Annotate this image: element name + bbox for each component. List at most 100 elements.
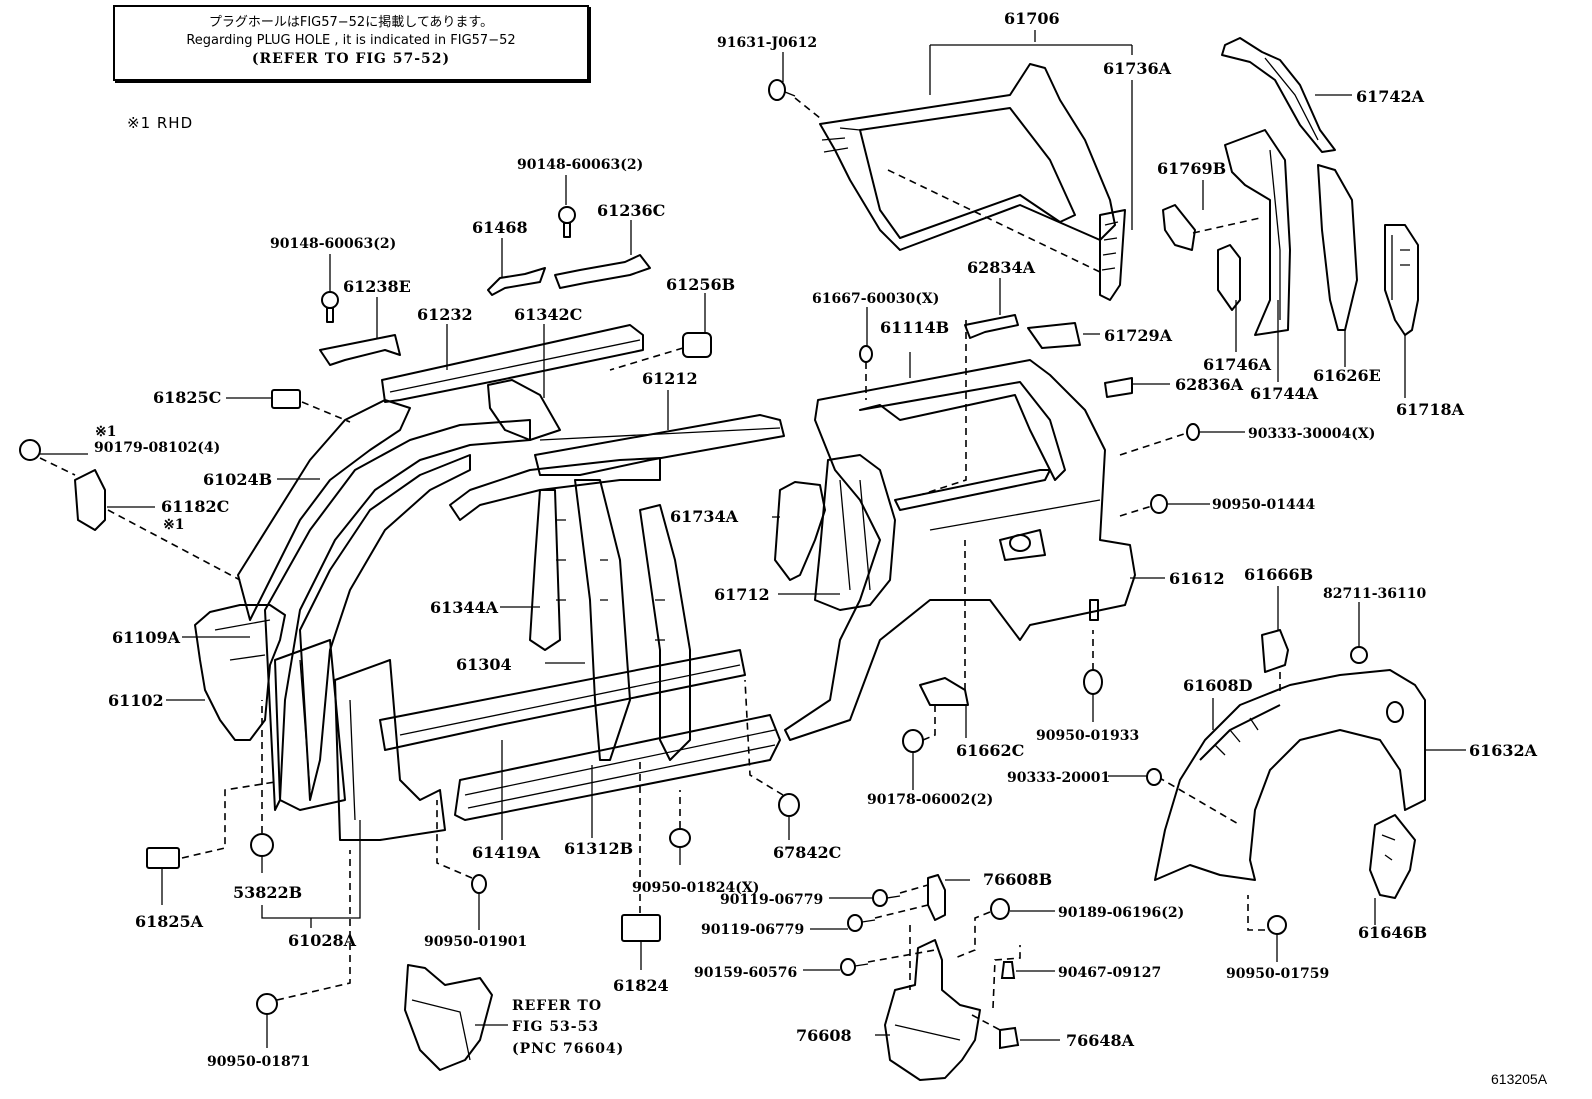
plug-90333-20001: [1146, 768, 1162, 786]
callout-67842c[interactable]: 67842C: [773, 843, 841, 862]
screw-90159: [840, 949, 936, 976]
callout-61419a[interactable]: 61419A: [472, 843, 541, 862]
pad-61825a: [146, 781, 276, 869]
callout-61028a[interactable]: 61028A: [288, 931, 357, 950]
plug-61667: [859, 345, 873, 400]
callout-90159-60576[interactable]: 90159-60576: [694, 965, 797, 981]
callout-61468[interactable]: 61468: [472, 218, 528, 237]
callout-61718a[interactable]: 61718A: [1396, 400, 1465, 419]
plug-hole-notice: プラグホールはFIG57−52に掲載してあります。 Regarding PLUG…: [113, 5, 589, 81]
callout-90467-09127[interactable]: 90467-09127: [1058, 965, 1161, 981]
callout-61729a[interactable]: 61729A: [1104, 326, 1173, 345]
callout-61746a[interactable]: 61746A: [1203, 355, 1272, 374]
callout-62834a[interactable]: 62834A: [967, 258, 1036, 277]
callout-90119-06779-upper[interactable]: 90119-06779: [720, 892, 823, 908]
front-pillar-lower-61102: [194, 604, 446, 841]
callout-61626e[interactable]: 61626E: [1313, 366, 1381, 385]
callout-61114b[interactable]: 61114B: [880, 318, 949, 337]
callout-61312b[interactable]: 61312B: [564, 839, 633, 858]
callout-61825c[interactable]: 61825C: [153, 388, 221, 407]
callout-61662c[interactable]: 61662C: [956, 741, 1024, 760]
callout-61024b[interactable]: 61024B: [203, 470, 272, 489]
callout-90178-06002[interactable]: 90178-06002(2): [867, 792, 993, 808]
callout-61608d[interactable]: 61608D: [1183, 676, 1253, 695]
callout-labels: 61706 91631-J0612 61736A 61742A 61769B 9…: [94, 9, 1538, 1070]
callout-61342c[interactable]: 61342C: [514, 305, 582, 324]
callout-76608[interactable]: 76608: [796, 1026, 852, 1045]
nut-90189: [954, 898, 1010, 959]
callout-61769b[interactable]: 61769B: [1157, 159, 1226, 178]
callout-90119-06779-lower[interactable]: 90119-06779: [701, 922, 804, 938]
rocker-panel-61312b: [379, 649, 781, 821]
callout-61736a[interactable]: 61736A: [1103, 59, 1172, 78]
callout-61304[interactable]: 61304: [456, 655, 512, 674]
callout-91631-j0612[interactable]: 91631-J0612: [717, 35, 817, 51]
callout-61612[interactable]: 61612: [1169, 569, 1225, 588]
refer-text-line-2[interactable]: FIG 53-53: [512, 1019, 599, 1035]
callout-90950-01824[interactable]: 90950-01824(X): [632, 880, 759, 896]
notice-reference: (REFER TO FIG 57-52): [251, 51, 451, 67]
callout-61825a[interactable]: 61825A: [135, 912, 204, 931]
callout-90950-01444[interactable]: 90950-01444: [1212, 497, 1315, 513]
plug-61256b: [609, 332, 712, 371]
grommet-61182c: [19, 439, 241, 581]
callout-61102[interactable]: 61102: [108, 691, 164, 710]
callout-61256b[interactable]: 61256B: [666, 275, 735, 294]
callout-61742a[interactable]: 61742A: [1356, 87, 1425, 106]
pad-61825c: [271, 389, 351, 423]
bolt-91631: [768, 79, 821, 119]
callout-62836a[interactable]: 62836A: [1175, 375, 1244, 394]
plate-61729a: [1027, 322, 1081, 349]
callout-61109a[interactable]: 61109A: [112, 628, 181, 647]
callout-76648a[interactable]: 76648A: [1066, 1031, 1135, 1050]
bracket-61238e: [319, 291, 401, 366]
screw-90119-a: [872, 884, 929, 907]
clip-90467: [992, 945, 1021, 1009]
callout-61734a[interactable]: 61734A: [670, 507, 739, 526]
bracket-61666b: [1261, 629, 1289, 695]
mudflap-reference-part: [404, 964, 493, 1071]
callout-90950-01933[interactable]: 90950-01933: [1036, 728, 1139, 744]
callout-90179-08102[interactable]: 90179-08102(4): [94, 440, 220, 456]
bracket-61236c: [554, 206, 651, 289]
leader-lines: [40, 30, 1466, 1048]
callout-82711-36110[interactable]: 82711-36110: [1323, 586, 1426, 602]
nut-90950-01824: [669, 790, 691, 848]
roof-side-rail-61232: [381, 324, 644, 403]
plug-90950-01901: [436, 800, 487, 894]
callout-61666b[interactable]: 61666B: [1244, 565, 1313, 584]
roof-side-rail-61212: [487, 379, 785, 476]
reinforcement-61746a: [1217, 244, 1241, 311]
callout-61238e[interactable]: 61238E: [343, 277, 411, 296]
callout-90148-60063-lower[interactable]: 90148-60063(2): [270, 236, 396, 252]
callout-61824[interactable]: 61824: [613, 976, 669, 995]
callout-53822b[interactable]: 53822B: [233, 883, 302, 902]
callout-61744a[interactable]: 61744A: [1250, 384, 1319, 403]
refer-text-line-3: (PNC 76604): [512, 1041, 624, 1057]
callout-90333-20001[interactable]: 90333-20001: [1007, 770, 1110, 786]
callout-76608b[interactable]: 76608B: [983, 870, 1052, 889]
callout-90333-30004[interactable]: 90333-30004(X): [1248, 426, 1375, 442]
bracket-61468: [487, 267, 546, 296]
callout-61712[interactable]: 61712: [714, 585, 770, 604]
callout-90189-06196[interactable]: 90189-06196(2): [1058, 905, 1184, 921]
callout-61212[interactable]: 61212: [642, 369, 698, 388]
callout-61232[interactable]: 61232: [417, 305, 473, 324]
bracket-61662c: [919, 540, 969, 706]
callout-61236c[interactable]: 61236C: [597, 201, 665, 220]
callout-61182c[interactable]: 61182C: [161, 497, 229, 516]
rhd-footnote: ※1 RHD: [127, 114, 194, 132]
plug-90950-01871: [256, 850, 351, 1015]
callout-90950-01759[interactable]: 90950-01759: [1226, 966, 1329, 982]
nut-90950-01444: [1150, 494, 1168, 514]
callout-61632a[interactable]: 61632A: [1469, 741, 1538, 760]
callout-90148-60063-upper[interactable]: 90148-60063(2): [517, 157, 643, 173]
callout-61667-60030[interactable]: 61667-60030(X): [812, 291, 939, 307]
clip-82711: [1350, 646, 1368, 664]
callout-90950-01871[interactable]: 90950-01871: [207, 1054, 310, 1070]
callout-61344a[interactable]: 61344A: [430, 598, 499, 617]
callout-61706[interactable]: 61706: [1004, 9, 1060, 28]
callout-90950-01901[interactable]: 90950-01901: [424, 934, 527, 950]
callout-61646b[interactable]: 61646B: [1358, 923, 1427, 942]
